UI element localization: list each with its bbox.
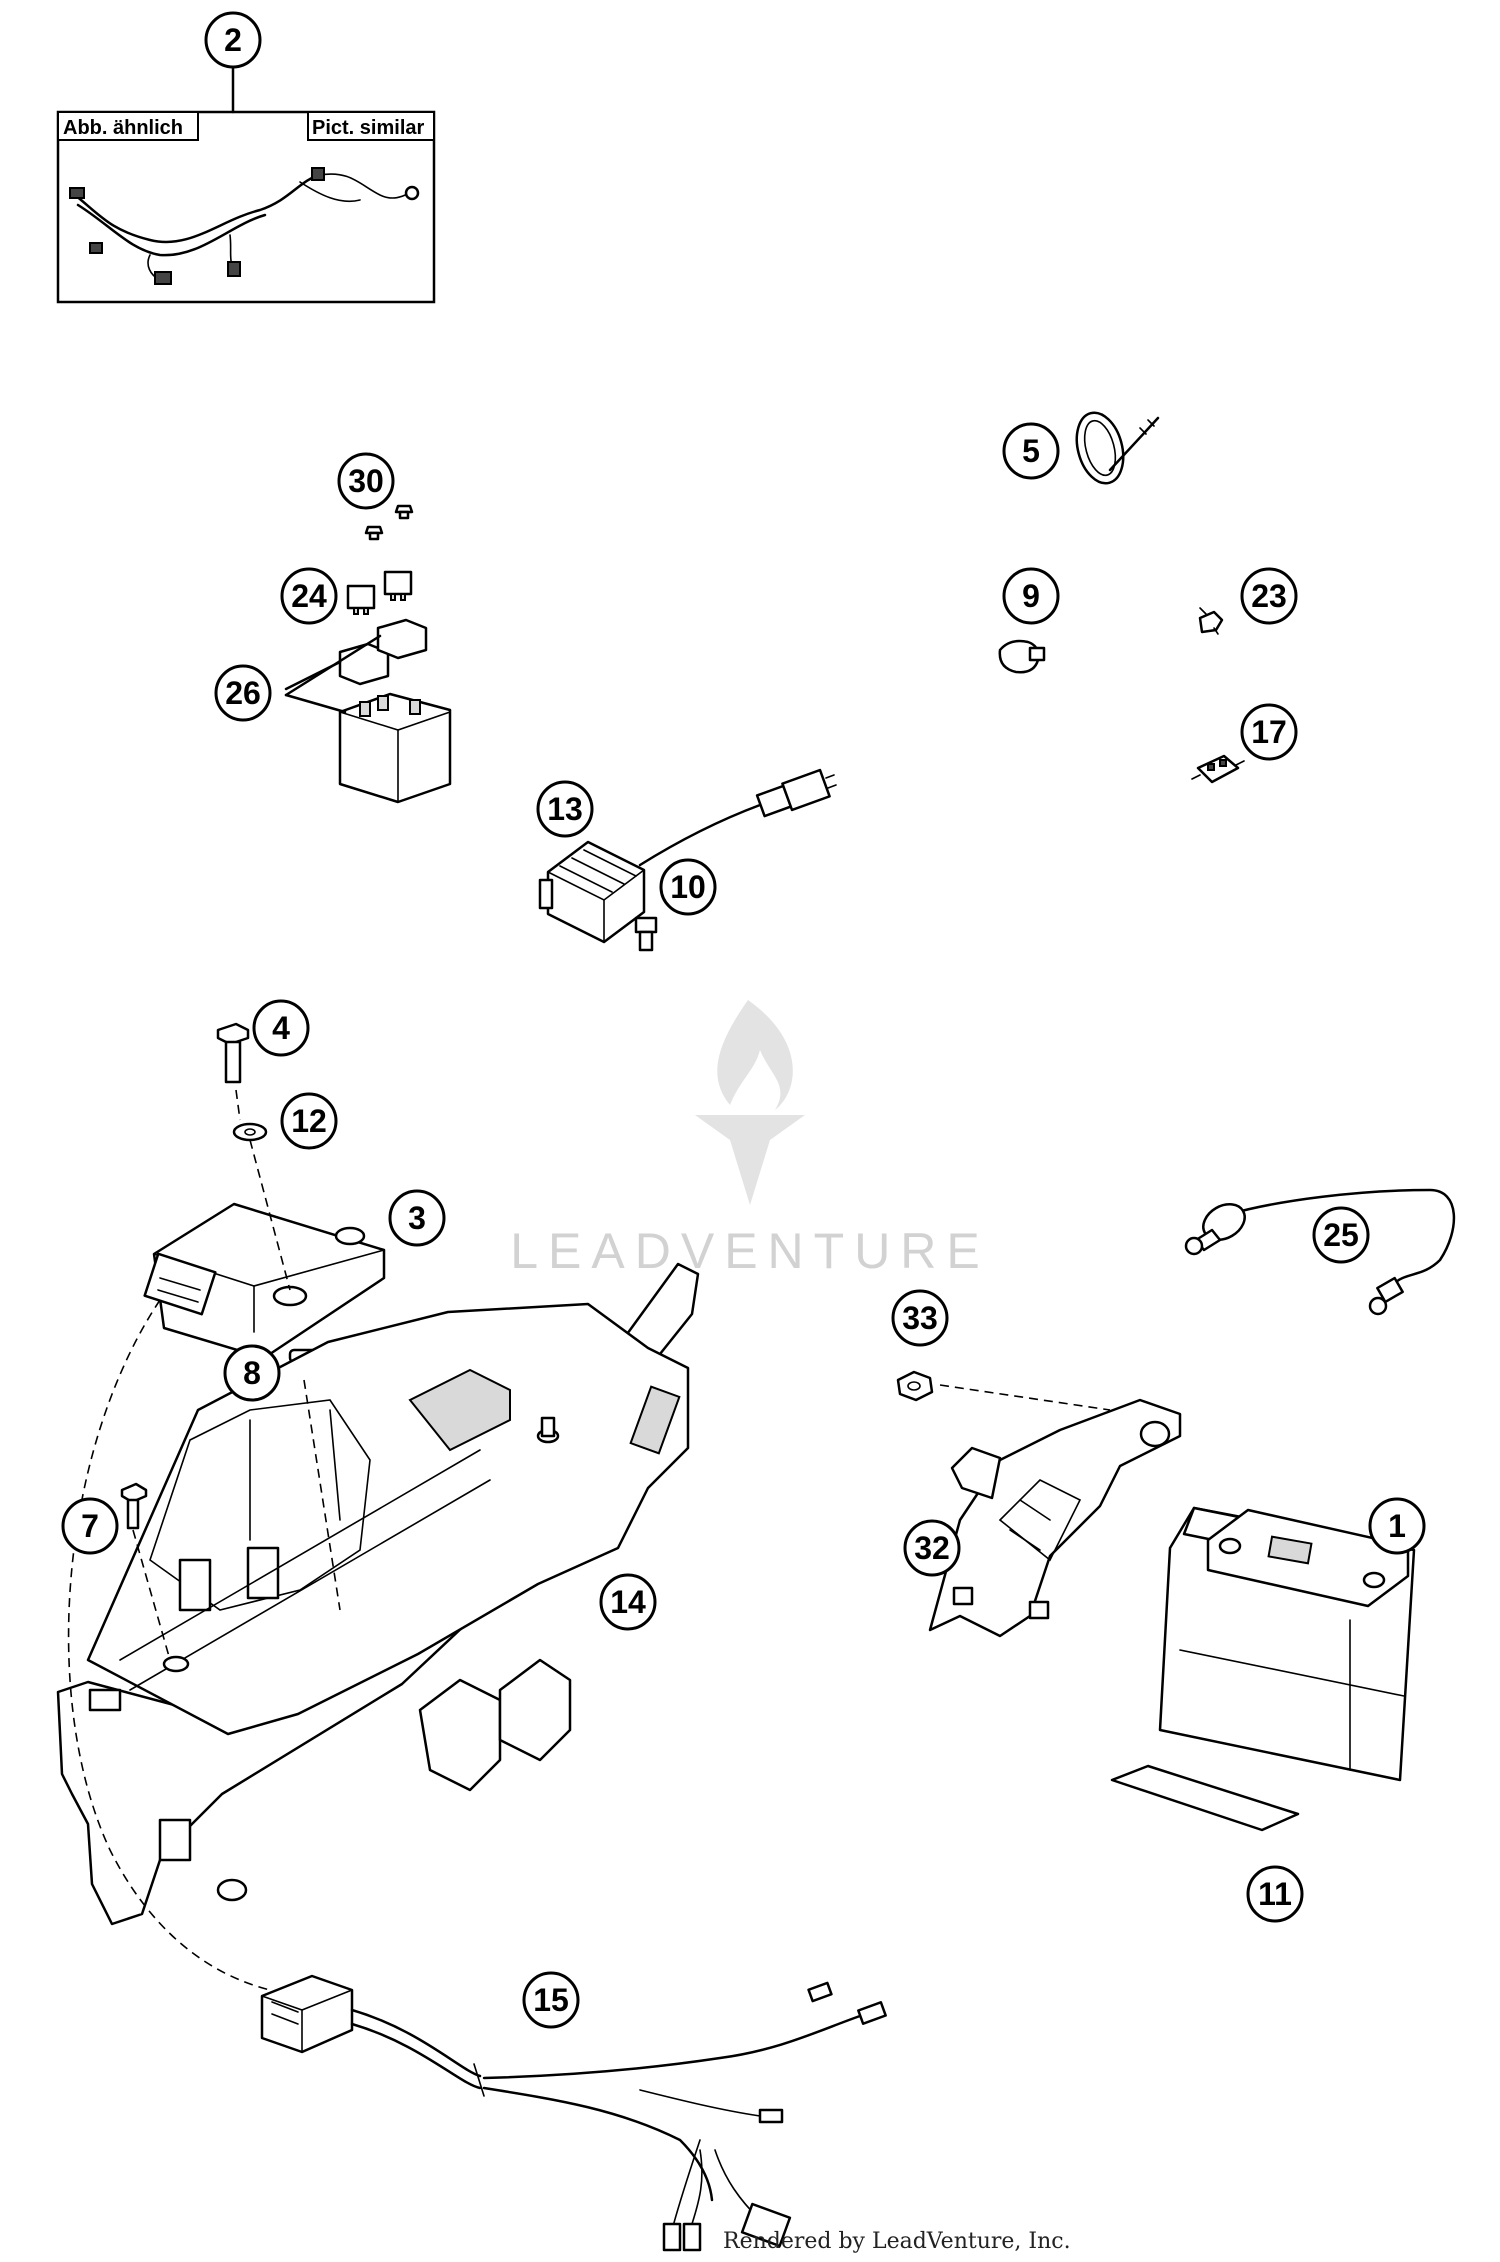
bracket-32	[928, 1398, 1182, 1638]
harness-drawing	[69, 167, 420, 285]
svg-text:25: 25	[1323, 1217, 1359, 1253]
harness-15	[260, 1974, 887, 2252]
battery-1	[1158, 1506, 1416, 1782]
svg-text:13: 13	[547, 791, 583, 827]
callout-8: 8	[223, 1344, 281, 1402]
svg-text:8: 8	[243, 1355, 261, 1391]
washer-12	[232, 1122, 268, 1142]
svg-text:30: 30	[348, 463, 384, 499]
svg-text:12: 12	[291, 1103, 327, 1139]
svg-text:5: 5	[1022, 433, 1040, 469]
svg-text:7: 7	[81, 1508, 99, 1544]
svg-text:24: 24	[291, 578, 327, 614]
callout-2: 2	[204, 11, 262, 69]
svg-text:2: 2	[224, 22, 242, 58]
nut-33	[896, 1370, 934, 1402]
svg-text:9: 9	[1022, 578, 1040, 614]
callout-5: 5	[1002, 422, 1060, 480]
svg-text:23: 23	[1251, 578, 1287, 614]
inset-label-right: Pict. similar	[312, 117, 424, 139]
screws-30	[364, 504, 414, 541]
pad-11	[1110, 1764, 1300, 1832]
bolt-4	[216, 1022, 250, 1084]
clip-9	[998, 639, 1046, 674]
clip-23	[1198, 607, 1224, 635]
callout-24: 24	[280, 567, 338, 625]
regulator-13	[538, 768, 837, 944]
svg-text:32: 32	[914, 1530, 950, 1566]
callout-25: 25	[1312, 1206, 1370, 1264]
leadventure-watermark: LEADVENTURE	[510, 1000, 990, 1279]
screw-10	[634, 916, 658, 952]
callout-12: 12	[280, 1092, 338, 1150]
callout-14: 14	[599, 1573, 657, 1631]
callout-23: 23	[1240, 567, 1298, 625]
fuses-24	[346, 570, 413, 615]
control-unit-3	[143, 1202, 386, 1360]
battery-box-14	[56, 1262, 700, 1926]
svg-text:4: 4	[272, 1010, 290, 1046]
svg-text:1: 1	[1388, 1508, 1406, 1544]
callout-9: 9	[1002, 567, 1060, 625]
assembly-lines	[67, 1089, 1111, 1991]
callout-3: 3	[388, 1189, 446, 1247]
callout-13: 13	[536, 780, 594, 838]
fuse-boxes-26	[284, 618, 452, 804]
inset-box: Abb. ähnlich Pict. similar	[56, 110, 436, 304]
svg-text:15: 15	[533, 1982, 569, 2018]
connector-17	[1191, 754, 1245, 784]
battery-cable-25	[1184, 1188, 1456, 1316]
svg-text:14: 14	[610, 1584, 646, 1620]
callout-7: 7	[61, 1497, 119, 1555]
cable-tie-5	[1075, 411, 1160, 485]
svg-text:17: 17	[1251, 714, 1287, 750]
callout-1: 1	[1368, 1497, 1426, 1555]
svg-text:26: 26	[225, 675, 261, 711]
svg-text:10: 10	[670, 869, 706, 905]
svg-text:3: 3	[408, 1200, 426, 1236]
svg-text:33: 33	[902, 1300, 938, 1336]
inset-label-left: Abb. ähnlich	[63, 117, 183, 139]
callout-11: 11	[1246, 1865, 1304, 1923]
callout-4: 4	[252, 999, 310, 1057]
svg-text:11: 11	[1258, 1876, 1292, 1912]
footer-credit: Rendered by LeadVenture, Inc.	[723, 2229, 1071, 2254]
screw-7	[120, 1482, 148, 1530]
callout-17: 17	[1240, 703, 1298, 761]
callout-33: 33	[891, 1289, 949, 1347]
callout-26: 26	[214, 664, 272, 722]
callout-10: 10	[659, 858, 717, 916]
watermark-text: LEADVENTURE	[510, 1223, 990, 1279]
callout-15: 15	[522, 1971, 580, 2029]
callout-32: 32	[903, 1519, 961, 1577]
callout-30: 30	[337, 452, 395, 510]
